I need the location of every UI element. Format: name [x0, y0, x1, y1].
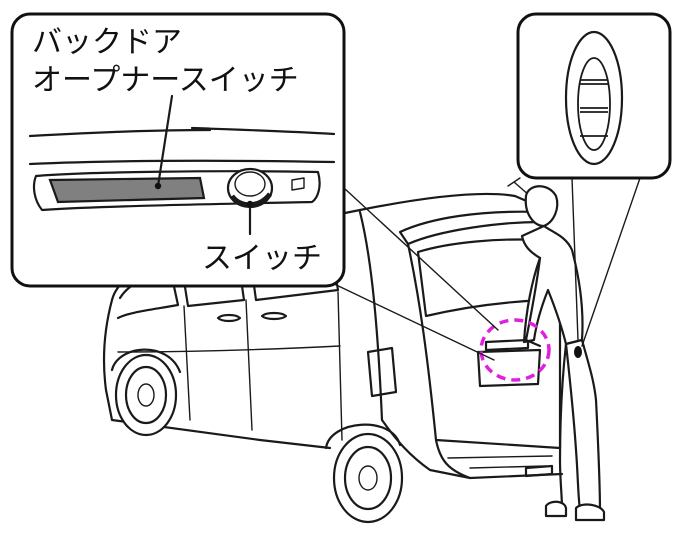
- label-switch: スイッチ: [202, 241, 322, 276]
- key-leader-left: [571, 177, 579, 341]
- person-head: [524, 185, 559, 228]
- opener-handle-small: [484, 338, 530, 352]
- label-back-door: バックドア: [32, 25, 182, 60]
- callout-leader-bottom: [329, 281, 495, 361]
- car-side-line: [117, 345, 341, 353]
- switch-pointer-dot: [246, 200, 254, 208]
- label-opener-switch: オープナースイッチ: [32, 63, 299, 98]
- muffler: [524, 464, 554, 478]
- callout-frame: [10, 12, 346, 288]
- label-pointer-handle: [156, 94, 174, 188]
- switch-highlight-circle: [479, 318, 551, 382]
- label-pointer-dot: [154, 182, 162, 190]
- car-side-body: [102, 298, 332, 450]
- callout-leader-top: [343, 187, 499, 331]
- smart-key-icon: [564, 30, 624, 166]
- person-torso: [520, 224, 584, 346]
- switch-callout: バックドア オープナースイッチ スイッチ: [10, 12, 499, 361]
- car-door-seam-3: [337, 291, 343, 441]
- person-shoe-1: [544, 500, 568, 518]
- car-door-seam-1: [183, 305, 191, 421]
- car: [102, 177, 564, 524]
- front-wheel: [110, 348, 182, 437]
- person-legs: [564, 338, 602, 514]
- rear-wheel: [324, 423, 404, 524]
- rear-window: [416, 238, 546, 318]
- callout-trim-lower: [28, 159, 336, 166]
- callout-trim-upper: [28, 126, 336, 138]
- person: [520, 185, 606, 522]
- car-rear-corner: [380, 418, 472, 480]
- license-plate-recess: [476, 348, 542, 388]
- door-handle-slide: [260, 311, 288, 321]
- back-door-opener-handle: [48, 176, 206, 204]
- rear-bumper: [434, 438, 564, 480]
- back-door-frame: [406, 234, 562, 450]
- tail-light: [366, 346, 398, 398]
- key-leader-right: [581, 177, 641, 347]
- person-leg-back: [558, 342, 568, 510]
- car-door-seam-2: [245, 299, 253, 431]
- key-in-pocket-icon: [574, 346, 582, 358]
- person-shoe-2: [574, 503, 606, 522]
- emblem-mark: [291, 177, 305, 191]
- door-handle-front: [216, 313, 242, 323]
- key-callout: [516, 12, 672, 347]
- person-arm: [524, 256, 542, 348]
- car-rear-pillar: [358, 210, 384, 422]
